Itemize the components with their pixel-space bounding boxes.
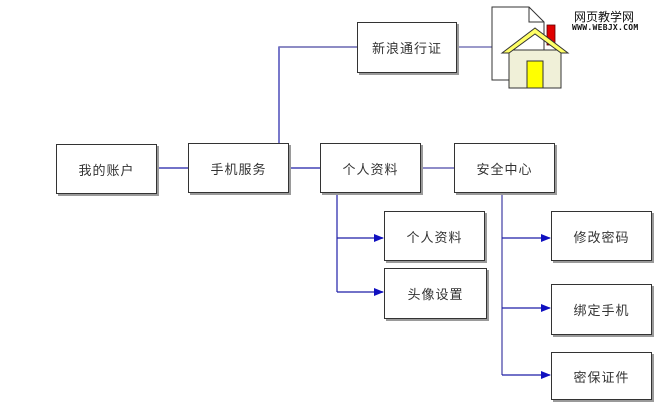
house-icon — [500, 24, 570, 89]
node-label: 绑定手机 — [573, 304, 630, 319]
node-personal-info: 个人资料 — [320, 143, 421, 193]
node-security-center: 安全中心 — [454, 143, 555, 193]
node-sina-passport: 新浪通行证 — [357, 22, 457, 73]
node-label: 手机服务 — [210, 162, 267, 178]
node-security-id: 密保证件 — [551, 352, 652, 400]
node-label: 个人资料 — [342, 162, 399, 178]
house-door — [526, 60, 544, 89]
node-label: 安全中心 — [476, 162, 533, 178]
house-roof — [500, 27, 570, 54]
node-label: 修改密码 — [573, 230, 630, 246]
node-avatar-settings: 头像设置 — [384, 268, 487, 319]
watermark-url: WWW.WEBJX.COM — [572, 23, 639, 32]
watermark-title: 网页教学网 — [574, 10, 635, 24]
node-personal-info-sub: 个人资料 — [384, 211, 485, 261]
node-label: 头像设置 — [407, 288, 464, 303]
node-my-account: 我的账户 — [56, 144, 157, 194]
node-change-password: 修改密码 — [551, 211, 652, 261]
node-label: 我的账户 — [78, 163, 135, 179]
node-bind-phone: 绑定手机 — [551, 284, 652, 335]
node-label: 个人资料 — [406, 230, 463, 246]
edge-mobile-passport — [278, 46, 357, 143]
node-mobile-service: 手机服务 — [188, 143, 289, 193]
node-label: 密保证件 — [573, 370, 630, 386]
node-label: 新浪通行证 — [371, 42, 442, 57]
